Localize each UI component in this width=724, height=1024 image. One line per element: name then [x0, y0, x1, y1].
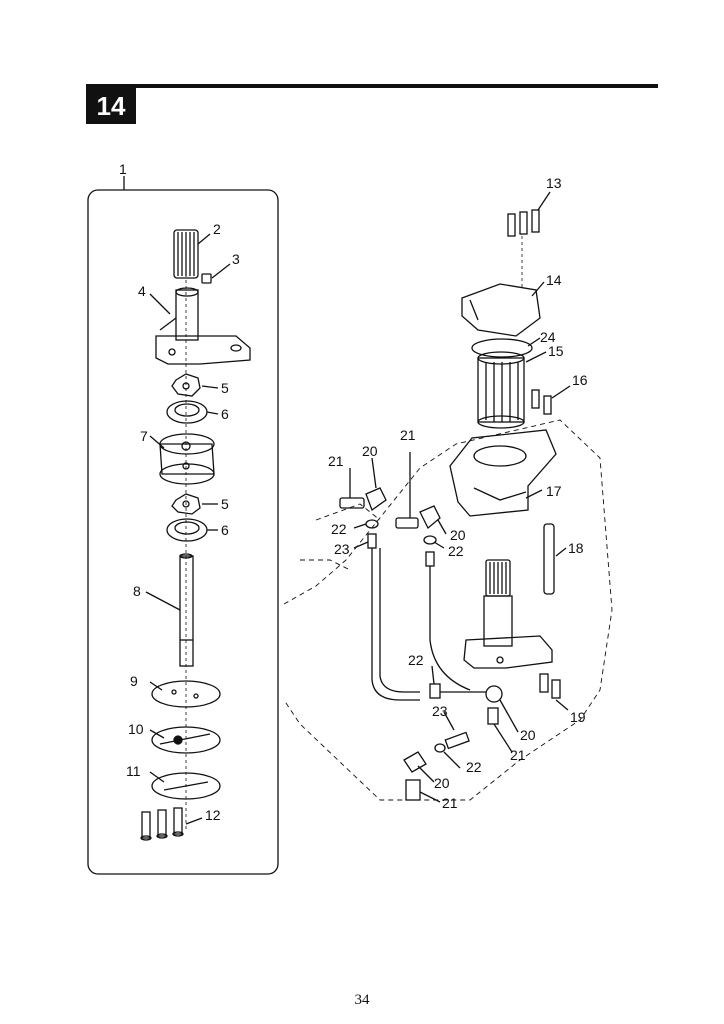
- callout-6b: 6: [221, 522, 229, 538]
- part-8-shaft: [179, 553, 194, 667]
- callout-22a: 22: [331, 521, 347, 537]
- callout-10: 10: [128, 721, 144, 737]
- page-number: 34: [354, 992, 370, 1008]
- part-5-gear-lower: [171, 493, 201, 515]
- callout-12: 12: [205, 807, 221, 823]
- callout-21b: 21: [400, 427, 416, 443]
- callout-7: 7: [140, 428, 148, 444]
- part-9-plate: [151, 680, 221, 708]
- callout-9: 9: [130, 673, 138, 689]
- callout-17: 17: [546, 483, 562, 499]
- callout-24: 24: [540, 329, 556, 345]
- callout-19: 19: [570, 709, 586, 725]
- part-24-o-ring: [471, 338, 533, 358]
- callout-8: 8: [133, 583, 141, 599]
- part-6-rotor-upper: [166, 400, 208, 424]
- callout-21d: 21: [442, 795, 458, 811]
- fitting-cluster-mid: [395, 505, 471, 691]
- callout-4: 4: [138, 283, 146, 299]
- part-13-bolts: [507, 209, 540, 237]
- callout-20a: 20: [362, 443, 378, 459]
- callout-15: 15: [548, 343, 564, 359]
- callout-20c: 20: [520, 727, 536, 743]
- part-14-filter-cover: [461, 283, 541, 337]
- callout-21c: 21: [510, 747, 526, 763]
- callout-22c: 22: [408, 652, 424, 668]
- callout-5a: 5: [221, 380, 229, 396]
- part-11-cover-plate: [151, 772, 221, 800]
- header-rule: [86, 84, 658, 88]
- callout-3: 3: [232, 251, 240, 267]
- part-2-splined-sleeve: [173, 229, 199, 279]
- callout-22b: 22: [448, 543, 464, 559]
- lower-output-bracket: [463, 559, 553, 669]
- part-16-screws: [531, 389, 552, 415]
- part-4-bracket: [155, 287, 251, 365]
- part-10-plate: [151, 726, 221, 754]
- part-5-gear-upper: [171, 373, 201, 397]
- part-19-screws: [539, 673, 561, 699]
- callout-2: 2: [213, 221, 221, 237]
- fitting-cluster-left: [339, 487, 420, 701]
- callout-6a: 6: [221, 406, 229, 422]
- callout-1: 1: [119, 161, 127, 177]
- callout-13: 13: [546, 175, 562, 191]
- callout-16: 16: [572, 372, 588, 388]
- callout-22d: 22: [466, 759, 482, 775]
- callout-5b: 5: [221, 496, 229, 512]
- section-number-badge: 14: [86, 88, 136, 124]
- part-6-rotor-lower: [166, 518, 208, 542]
- part-3-set-screw: [201, 273, 212, 284]
- part-15-filter-element: [477, 351, 525, 429]
- assembly-frame: [87, 189, 279, 875]
- callout-23a: 23: [334, 541, 350, 557]
- callout-20b: 20: [450, 527, 466, 543]
- callout-21a: 21: [328, 453, 344, 469]
- part-7-pump-body: [159, 433, 215, 485]
- callout-18: 18: [568, 540, 584, 556]
- machine-outline: [283, 419, 613, 801]
- part-12-bolts: [140, 807, 184, 841]
- callout-20d: 20: [434, 775, 450, 791]
- fitting-cluster-lower: [403, 683, 503, 801]
- part-18-rod: [543, 523, 555, 595]
- part-17-filter-housing: [449, 429, 557, 517]
- callout-23b: 23: [432, 703, 448, 719]
- callout-11: 11: [126, 763, 141, 779]
- callout-14: 14: [546, 272, 562, 288]
